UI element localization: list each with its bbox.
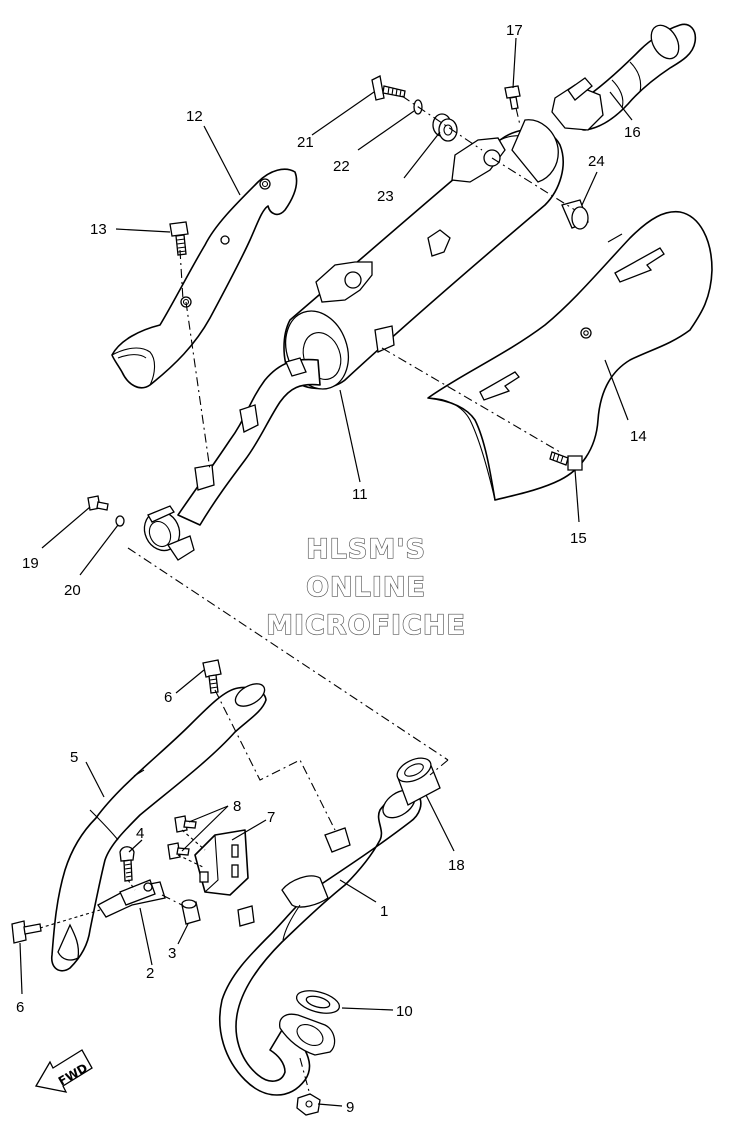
collar-24	[561, 199, 589, 230]
callout-22: 22	[333, 158, 350, 175]
watermark: HLSM'S ONLINE MICROFICHE	[265, 533, 466, 641]
bracket-7	[194, 829, 249, 896]
callout-1: 1	[380, 903, 388, 920]
heat-shield-12	[111, 168, 298, 389]
callout-17: 17	[506, 22, 523, 39]
callout-14: 14	[630, 428, 647, 445]
bolt-8-upper	[174, 815, 197, 833]
bolt-4	[119, 846, 135, 882]
watermark-line-2: ONLINE	[306, 572, 426, 603]
leader-lines	[19, 37, 633, 1107]
fwd-arrow-icon: FWD	[34, 1049, 93, 1093]
callout-4: 4	[136, 825, 144, 842]
bolt-15	[549, 451, 583, 471]
gasket-10	[295, 990, 341, 1014]
muffler-11	[177, 119, 564, 526]
callout-7: 7	[267, 809, 275, 826]
callout-9: 9	[346, 1099, 354, 1116]
exhaust-pipe-1	[218, 789, 422, 1096]
inlet-clamp	[143, 505, 195, 561]
callout-15: 15	[570, 530, 587, 547]
callout-24: 24	[588, 153, 605, 170]
bolt-6-lower	[11, 920, 42, 944]
assembly-lines	[39, 95, 576, 1096]
bolt-6-upper	[202, 659, 222, 694]
callout-8: 8	[233, 798, 241, 815]
callout-20: 20	[64, 582, 81, 599]
callout-12: 12	[186, 108, 203, 125]
callout-6-lower: 6	[16, 999, 24, 1016]
washer-20	[115, 515, 125, 527]
clamp-2	[97, 879, 166, 918]
bolt-13	[169, 221, 189, 256]
pipe-joint-18	[396, 757, 441, 806]
watermark-line-1: HLSM'S	[306, 534, 426, 565]
callout-19: 19	[22, 555, 39, 572]
bolt-19	[87, 495, 109, 511]
callout-21: 21	[297, 134, 314, 151]
tail-pipe-16	[551, 23, 697, 131]
callout-18: 18	[448, 857, 465, 874]
callout-11: 11	[352, 486, 368, 503]
callout-3: 3	[168, 945, 176, 962]
pipe-cover-5	[50, 683, 267, 972]
callout-5: 5	[70, 749, 78, 766]
callout-10: 10	[396, 1003, 413, 1020]
bolt-17	[504, 85, 521, 110]
callout-16: 16	[624, 124, 641, 141]
callout-labels: 12 13 21 22 23 17 16 24 14 15 11 19 20 6…	[16, 22, 647, 1116]
callout-13: 13	[90, 221, 107, 238]
collar-3	[181, 899, 201, 925]
bolt-8-lower	[167, 842, 190, 860]
nut-9	[296, 1093, 321, 1116]
callout-23: 23	[377, 188, 394, 205]
callout-6-upper: 6	[164, 689, 172, 706]
watermark-line-3: MICROFICHE	[266, 610, 466, 641]
bolt-21	[371, 75, 406, 101]
heat-shield-14	[427, 210, 713, 501]
callout-2: 2	[146, 965, 154, 982]
